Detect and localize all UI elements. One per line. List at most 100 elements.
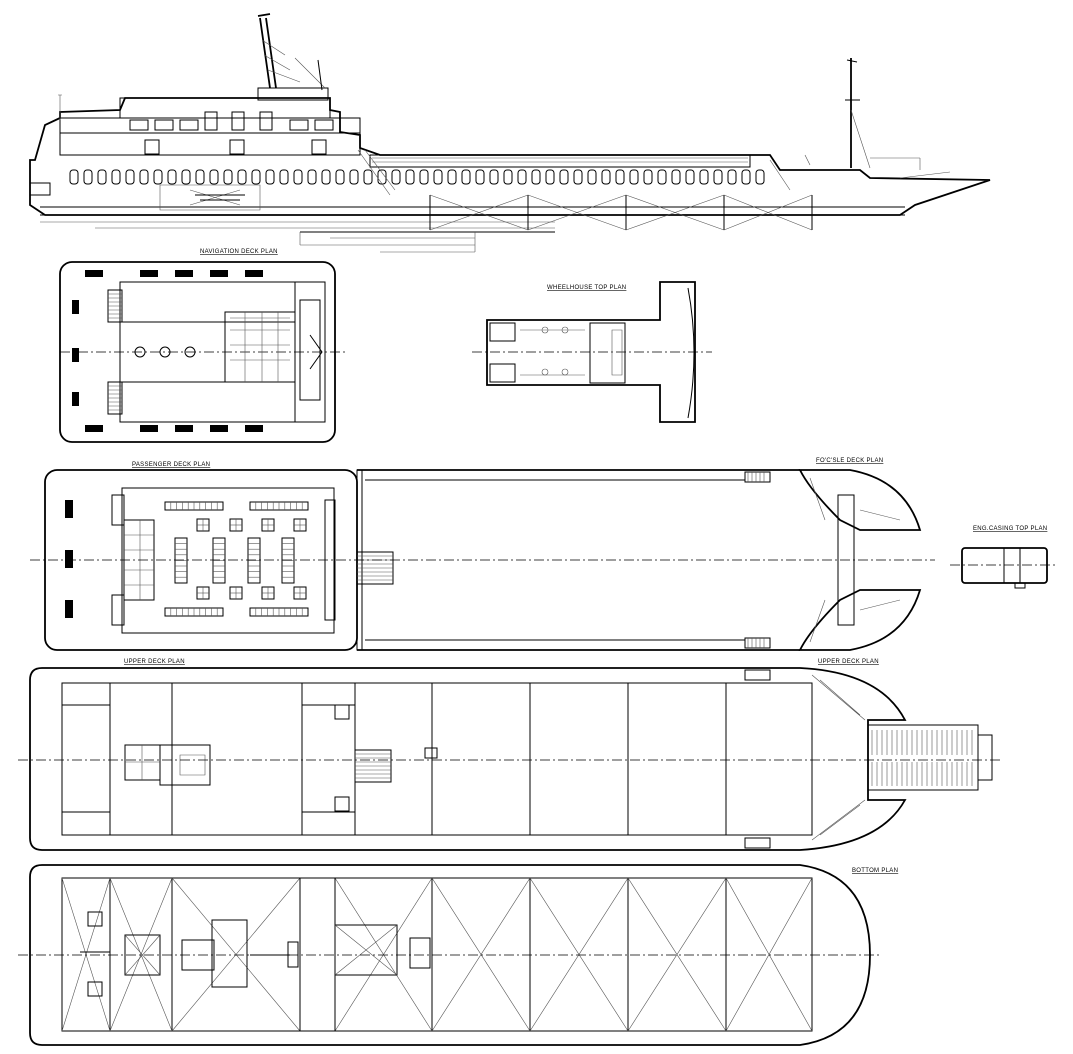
porthole [405,169,415,185]
porthole [349,169,359,185]
porthole [69,169,79,185]
porthole [713,169,723,185]
profile-view [29,13,991,253]
upper-deck-frames [62,683,727,835]
bottom-brace [627,877,727,1032]
porthole [209,169,219,185]
porthole [657,169,667,185]
porthole [643,169,653,185]
porthole [167,169,177,185]
porthole [587,169,597,185]
porthole [615,169,625,185]
navigation-deck-plan: NAVIGATION DECK PLAN [59,249,345,443]
profile-portholes [69,169,765,185]
bottom-brace [171,877,301,1032]
porthole [363,169,373,185]
navigation-deck-benches [72,270,263,432]
porthole [335,169,345,185]
porthole [475,169,485,185]
bottom-brace [529,877,629,1032]
porthole [377,169,387,185]
porthole [237,169,247,185]
porthole [111,169,121,185]
porthole [503,169,513,185]
porthole [195,169,205,185]
bottom-brace [334,877,433,1032]
upper-deck-label-right: UPPER DECK PLAN [818,659,879,665]
engine-room-equipment [124,934,161,976]
porthole [741,169,751,185]
bench [85,425,103,432]
passenger-tables [196,518,307,600]
wheelhouse-top-outline [486,281,696,423]
porthole [629,169,639,185]
profile-hull [29,97,991,216]
navigation-deck-label: NAVIGATION DECK PLAN [200,249,278,255]
bench [210,425,228,432]
porthole [265,169,275,185]
bench [72,348,79,362]
engine-casing-top-label: ENG.CASING TOP PLAN [973,526,1047,532]
porthole [699,169,709,185]
profile-fore-mast [845,58,921,170]
porthole [517,169,527,185]
porthole [545,169,555,185]
profile-windows [129,111,334,155]
porthole [727,169,737,185]
profile-wheelhouse [257,87,329,101]
porthole [83,169,93,185]
passenger-deck-benches [65,500,73,618]
bench [72,300,79,314]
upper-deck-label-left: UPPER DECK PLAN [124,659,185,665]
porthole [139,169,149,185]
bottom-brace [61,877,111,1032]
bow-ramp-slats [871,730,973,786]
bench [140,425,158,432]
bench [245,425,263,432]
cargo-deck-area [30,469,935,651]
porthole [321,169,331,185]
porthole [307,169,317,185]
bottom-plan: BOTTOM PLAN [18,864,898,1046]
upper-deck-outline [29,667,907,851]
porthole [223,169,233,185]
bench [140,270,158,277]
bottom-brace [109,877,173,1032]
porthole [755,169,765,185]
fo-c-le-deck-label: FO'C'SLE DECK PLAN [816,458,883,464]
porthole [181,169,191,185]
porthole [433,169,443,185]
bench [85,270,103,277]
porthole [125,169,135,185]
passenger-seat-rows [164,501,309,617]
fo-c-le-deck-plan: FO'C'SLE DECK PLAN [798,458,922,651]
porthole [671,169,681,185]
porthole [489,169,499,185]
upper-deck-casing [124,744,161,781]
porthole [153,169,163,185]
wheelhouse-top-label: WHEELHOUSE TOP PLAN [547,285,626,291]
porthole [293,169,303,185]
profile-ramp-lines [357,149,951,196]
porthole [573,169,583,185]
bench [72,392,79,406]
bench [175,270,193,277]
bottom-plan-label: BOTTOM PLAN [852,868,898,874]
porthole [461,169,471,185]
bottom-plan-outline [29,864,871,1046]
porthole [419,169,429,185]
upper-deck-plan: UPPER DECK PLAN UPPER DECK PLAN [18,659,1000,851]
porthole [97,169,107,185]
bench [65,600,73,618]
bench [65,500,73,518]
profile-aft-mast [257,13,277,89]
bench [175,425,193,432]
porthole [685,169,695,185]
wheelhouse-top-plan: WHEELHOUSE TOP PLAN [472,281,712,423]
profile-hold-frames [429,194,813,231]
bottom-brace [431,877,531,1032]
profile-cargo-railing [369,154,751,168]
bench [245,270,263,277]
porthole [531,169,541,185]
passenger-deck-label: PASSENGER DECK PLAN [132,462,210,468]
